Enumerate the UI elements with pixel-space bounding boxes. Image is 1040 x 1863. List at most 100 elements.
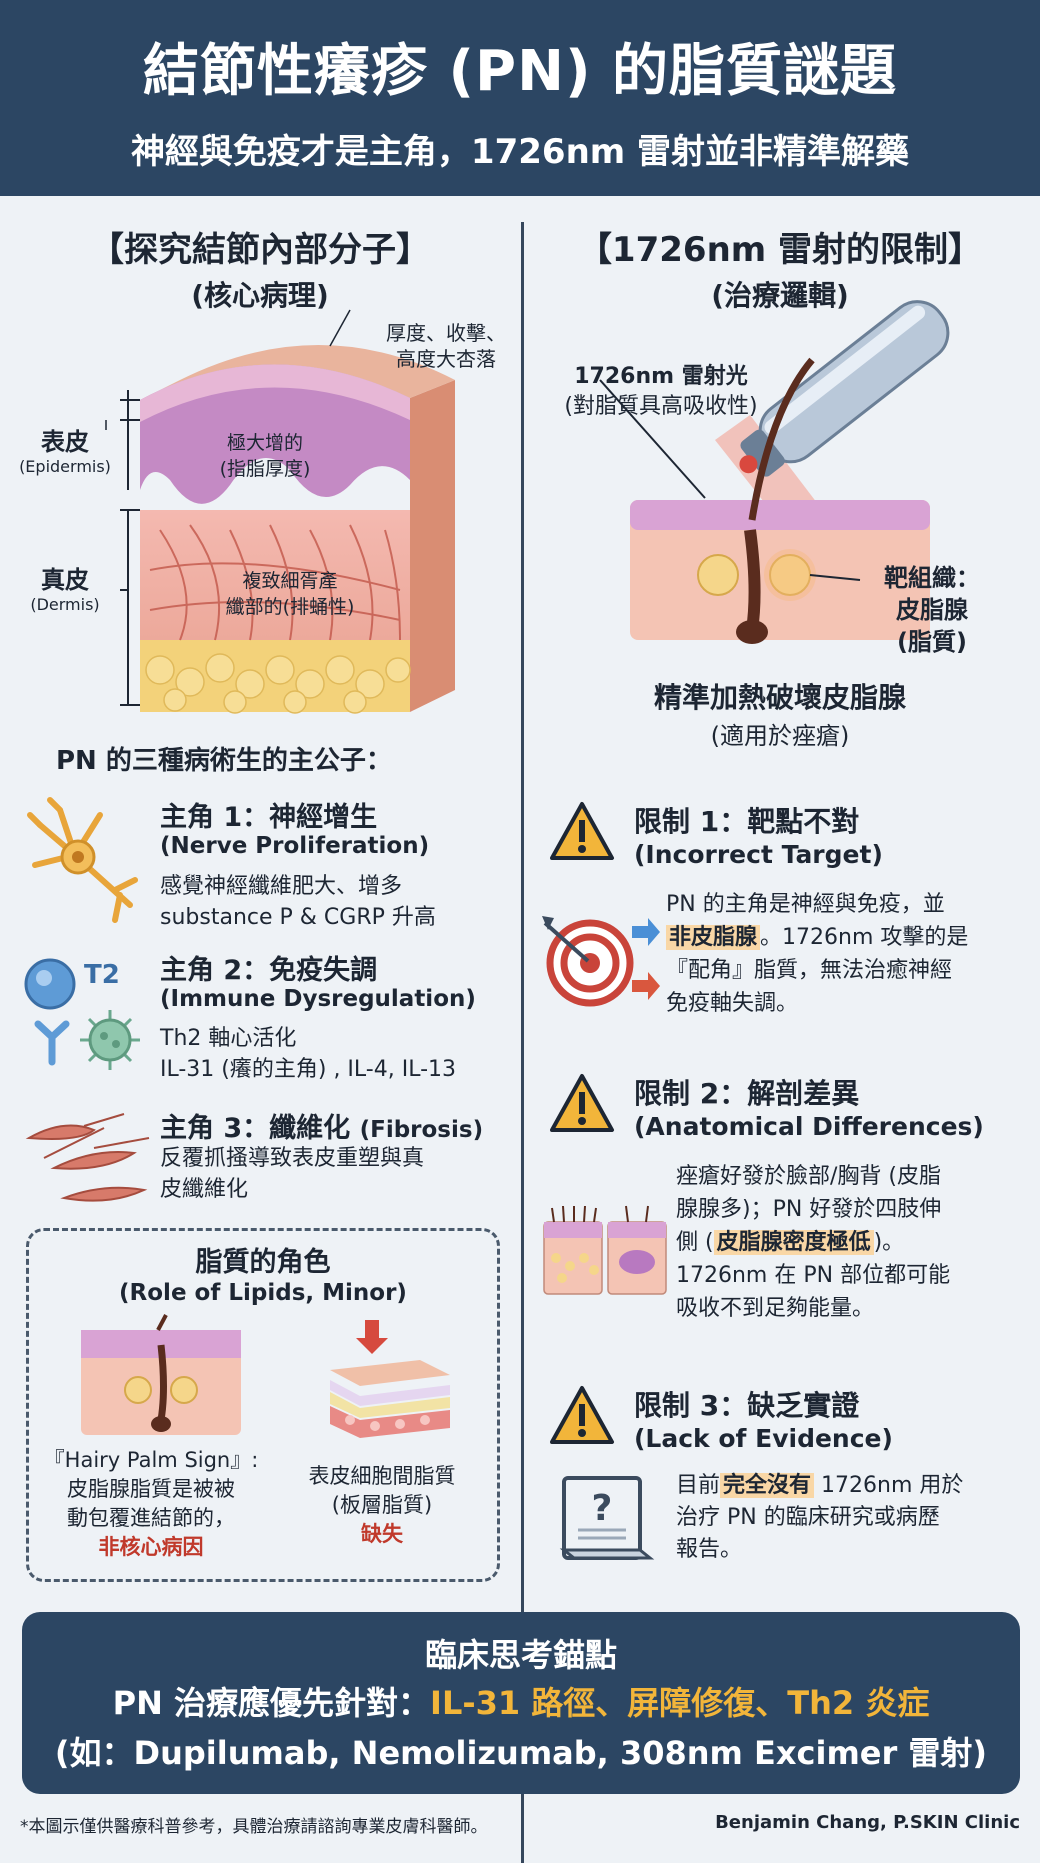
credit-text: Benjamin Chang, P.SKIN Clinic xyxy=(715,1812,1020,1833)
player2-line2: IL-31 (癢的主角) , IL-4, IL-13 xyxy=(160,1057,457,1082)
limit1-body: PN 的主角是神經與免疫，並 非皮脂腺。1726nm 攻擊的是 『配角』脂質，無… xyxy=(666,888,1026,1020)
target-tissue-line2: 皮脂腺 xyxy=(896,596,968,624)
limit3-highlight: 完全沒有 xyxy=(720,1473,815,1498)
warning-icon xyxy=(550,802,614,860)
limit2-line5: 吸收不到足夠能量。 xyxy=(676,1296,875,1321)
epidermis-inner-line2: (指脂厚度) xyxy=(219,458,311,480)
laser-label: 1726nm 雷射光 (對脂質具高吸收性) xyxy=(546,362,776,422)
player2-line1: Th2 軸心活化 xyxy=(160,1026,297,1051)
neuron-icon xyxy=(27,797,138,923)
disclaimer-text: *本圖示僅供醫療科普參考，具體治療請諮詢專業皮膚科醫師。 xyxy=(20,1817,488,1837)
dermis-label-en: (Dermis) xyxy=(30,595,100,614)
hair-follicle-sebaceous-icon xyxy=(81,1314,241,1435)
player2-title: 主角 2：免疫失調 xyxy=(160,955,378,986)
clinical-anchor-highlight: IL-31 路徑、屏障修復、Th2 炎症 xyxy=(430,1684,930,1722)
clinical-anchor-line2-a: PN 治療應優先針對： xyxy=(112,1684,431,1722)
limit1-line2: 非皮脂腺。1726nm 攻擊的是 xyxy=(666,921,1026,954)
clinical-anchor-line3: (如：Dupilumab, Nemolizumab, 308nm Excimer… xyxy=(54,1734,988,1772)
limit3-body: 目前完全沒有 1726nm 用於 治疗 PN 的臨床研究或病歷 報告。 xyxy=(676,1470,1026,1566)
epidermal-lipid-line2: (板層脂質) xyxy=(331,1493,433,1517)
column-divider xyxy=(521,222,524,1863)
epidermis-label-zh: 表皮 xyxy=(41,428,89,456)
page-title: 結節性癢疹 (PN) 的脂質謎題 xyxy=(142,39,898,104)
limit2-line2: 腺腺多)；PN 好發於四肢伸 xyxy=(676,1197,942,1222)
limit3-line1: 目前完全沒有 1726nm 用於 xyxy=(676,1470,1026,1502)
dermis-inner-label: 複致細胥產 纖部的(排蛹性) xyxy=(200,568,380,620)
lipid-role-en: (Role of Lipids, Minor) xyxy=(119,1280,407,1306)
hairy-palm-line1: 『Hairy Palm Sign』: xyxy=(43,1448,259,1472)
lipid-role-box xyxy=(26,1228,500,1582)
players-title: PN 的三種病術生的主公子： xyxy=(56,746,392,776)
player3-title: 主角 3：纖維化 (Fibrosis) xyxy=(160,1106,520,1145)
skin-top-label-line2: 高度大杏落 xyxy=(396,347,496,371)
hairy-palm-text: 『Hairy Palm Sign』: 皮脂腺脂質是被被 動包覆進結節的， 非核心… xyxy=(36,1446,266,1562)
limit2-highlight: 皮脂腺密度極低 xyxy=(713,1230,874,1255)
limit2-line1: 痤瘡好發於臉部/胸背 (皮脂 xyxy=(676,1164,941,1189)
dermis-inner-line1: 複致細胥產 xyxy=(242,570,338,592)
limit2-title: 限制 2：解剖差異 xyxy=(634,1077,860,1110)
epidermis-label: 表皮 (Epidermis) xyxy=(6,422,124,476)
fibroblast-icon xyxy=(25,1113,150,1202)
limit3-line2: 治疗 PN 的臨床研究或病歷 xyxy=(676,1505,940,1530)
warning-icon xyxy=(550,1386,614,1444)
dermis-label: 真皮 (Dermis) xyxy=(6,560,124,614)
skin-density-comparison-icon xyxy=(543,1205,667,1295)
skin-top-label: 厚度、收擊、 高度大杏落 xyxy=(376,320,516,372)
clinical-anchor-title: 臨床思考錨點 xyxy=(424,1636,617,1674)
player1-line1: 感覺神經纖維肥大、增多 xyxy=(160,874,403,899)
limit1-title: 限制 1：靶點不對 xyxy=(634,805,860,838)
target-tissue-label: 靶組織： 皮脂腺 (脂質) xyxy=(852,562,1012,658)
laser-label-line2: (對脂質具高吸收性) xyxy=(564,394,758,419)
dermis-label-zh: 真皮 xyxy=(41,566,89,594)
limit3-en: (Lack of Evidence) xyxy=(634,1424,893,1453)
target-icon xyxy=(542,916,660,1007)
svg-text:?: ? xyxy=(592,1488,613,1529)
limit3-line1-a: 目前 xyxy=(676,1473,721,1498)
limit3-line3: 報告。 xyxy=(676,1537,743,1562)
epidermal-lipid-line3: 缺失 xyxy=(361,1522,403,1546)
limit2-line3-a: 側 ( xyxy=(676,1230,714,1255)
limit1-en: (Incorrect Target) xyxy=(634,840,883,869)
player1-title: 主角 1：神經增生 xyxy=(160,802,378,833)
header-banner: 結節性癢疹 (PN) 的脂質謎題 神經與免疫才是主角，1726nm 雷射並非精準… xyxy=(0,0,1040,196)
laser-sebaceous-illustration xyxy=(599,300,950,644)
dermis-inner-line2: 纖部的(排蛹性) xyxy=(225,596,355,618)
limit2-body: 痤瘡好發於臉部/胸背 (皮脂 腺腺多)；PN 好發於四肢伸 側 (皮脂腺密度極低… xyxy=(676,1160,1026,1325)
limit2-en: (Anatomical Differences) xyxy=(634,1112,984,1141)
t2-badge: T2 xyxy=(84,960,120,990)
limit2-line4: 1726nm 在 PN 部位都可能 xyxy=(676,1263,951,1288)
page-subtitle: 神經與免疫才是主角，1726nm 雷射並非精準解藥 xyxy=(130,132,910,172)
limit3-title: 限制 3：缺乏實證 xyxy=(634,1389,860,1422)
limit1-line4: 免疫軸失調。 xyxy=(666,991,799,1016)
skin-cross-section-illustration xyxy=(105,309,455,714)
limit2-line3-c: )。 xyxy=(873,1230,905,1255)
hairy-palm-line2: 皮脂腺脂質是被被 xyxy=(67,1477,235,1501)
player1-line2: substance P & CGRP 升高 xyxy=(160,905,436,930)
player3-line2: 皮纖維化 xyxy=(160,1177,249,1202)
limit1-line2-rest: 。1726nm 攻擊的是 xyxy=(760,925,969,950)
question-book-icon: ? xyxy=(559,1476,655,1560)
epidermal-lipid-line1: 表皮細胞間脂質 xyxy=(308,1464,456,1488)
player2-en: (Immune Dysregulation) xyxy=(160,986,476,1012)
hairy-palm-line3: 動包覆進結節的， xyxy=(67,1506,235,1530)
warning-icon xyxy=(550,1074,614,1132)
skin-top-label-line1: 厚度、收擊、 xyxy=(386,321,506,345)
left-section-subtitle: (核心病理) xyxy=(191,279,329,312)
target-tissue-line1: 靶組織： xyxy=(884,564,980,592)
limit3-line1-c: 1726nm 用於 xyxy=(814,1473,964,1498)
limit1-highlight: 非皮脂腺 xyxy=(666,925,761,950)
laser-label-line1: 1726nm 雷射光 xyxy=(574,364,748,389)
target-tissue-line3: (脂質) xyxy=(897,628,967,656)
epidermis-inner-label: 極大增的 (指脂厚度) xyxy=(200,430,330,482)
epidermal-lipid-text: 表皮細胞間脂質 (板層脂質) 缺失 xyxy=(282,1462,482,1549)
limit1-line3: 『配角』脂質，無法治癒神經 xyxy=(666,958,953,983)
limit1-line1: PN 的主角是神經與免疫，並 xyxy=(666,892,945,917)
clinical-anchor-line2: PN 治療應優先針對：IL-31 路徑、屏障修復、Th2 炎症 xyxy=(22,1678,1020,1724)
right-section-title: 【1726nm 雷射的限制】 xyxy=(577,230,983,270)
lipid-role-title: 脂質的角色 xyxy=(195,1247,331,1278)
layered-epidermis-icon xyxy=(330,1320,450,1438)
player3-line1: 反覆抓搔導致表皮重塑與真 xyxy=(160,1146,425,1171)
laser-caption-main: 精準加熱破壞皮脂腺 xyxy=(653,681,906,714)
limit2-line3: 側 (皮脂腺密度極低)。 xyxy=(676,1226,1026,1259)
player1-en: (Nerve Proliferation) xyxy=(160,833,430,859)
